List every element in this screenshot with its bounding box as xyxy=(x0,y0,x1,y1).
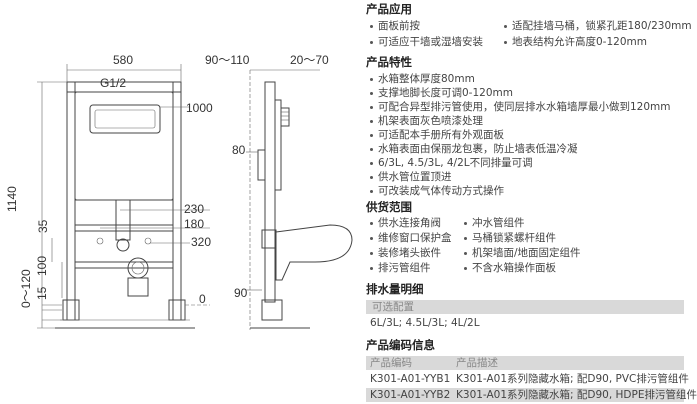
dim-1000: 1000 xyxy=(186,101,213,115)
flush-config-header: 可选配置 xyxy=(366,300,684,314)
feature-item: 可适配本手册所有外观面板 xyxy=(370,128,504,142)
front-dimensions xyxy=(37,64,210,329)
supply-item: 供水连接角阀 xyxy=(370,216,441,230)
front-view xyxy=(55,81,195,329)
side-view xyxy=(246,69,353,330)
dim-100: 100 xyxy=(35,256,49,276)
supply-item: 不含水箱操作面板 xyxy=(464,261,556,275)
supply-item: 排污管组件 xyxy=(370,261,431,275)
dim-0: 0 xyxy=(199,292,206,306)
dim-320: 320 xyxy=(191,235,211,249)
feature-item: 支撑地脚长度可调0-120mm xyxy=(370,86,513,100)
dim-1140: 1140 xyxy=(5,186,19,212)
feature-item: 可改装成气体传动方式操作 xyxy=(370,184,504,198)
dim-15: 15 xyxy=(35,286,49,300)
col-code-header: 产品编码 xyxy=(370,357,412,369)
dim-230: 230 xyxy=(184,202,204,216)
desc-cell: K301-A01系列隐藏水箱; 配D90, HDPE排污管组件 xyxy=(456,389,697,401)
dim-35: 35 xyxy=(36,219,50,233)
desc-cell: K301-A01系列隐藏水箱; 配D90, PVC排污管组件 xyxy=(456,373,689,385)
feature-item: 可配合异型排污管使用，使同层排水水箱墙厚最小做到120mm xyxy=(370,100,671,114)
supply-item: 冲水管组件 xyxy=(464,216,525,230)
code-cell: K301-A01-YYB1 xyxy=(370,373,451,385)
col-desc-header: 产品描述 xyxy=(456,357,498,369)
dim-180: 180 xyxy=(184,217,204,231)
dim-90-110: 90～110 xyxy=(205,53,250,67)
supply-item: 装修堵头嵌件 xyxy=(370,246,441,260)
dim-0-120: 0～120 xyxy=(19,269,33,308)
feature-item: 水箱表面由保丽龙包裹，防止墙表低温冷凝 xyxy=(370,142,578,156)
supply-heading: 供货范围 xyxy=(366,200,412,214)
label-g12: G1/2 xyxy=(100,76,126,90)
application-heading: 产品应用 xyxy=(366,2,412,16)
supply-item: 机架墙面/地面固定组件 xyxy=(464,246,581,260)
application-item-1: 面板前按 xyxy=(370,19,420,33)
technical-drawing: 580 G1/2 1000 1140 230 180 320 35 100 0～… xyxy=(5,53,353,330)
application-item-4: 地表结构允许高度0-120mm xyxy=(504,35,647,49)
application-item-3: 可适应干墙或湿墙安装 xyxy=(370,35,483,49)
feature-item: 6/3L, 4.5/3L, 4/2L不同排量可调 xyxy=(370,156,533,170)
features-heading: 产品特性 xyxy=(366,55,412,69)
feature-item: 机架表面灰色喷漆处理 xyxy=(370,114,483,128)
flush-heading: 排水量明细 xyxy=(366,282,424,296)
supply-item: 维修窗口保护盒 xyxy=(370,231,452,245)
flush-config-value: 6L/3L; 4.5L/3L; 4L/2L xyxy=(370,317,480,329)
application-item-2: 适配挂墙马桶，锁紧孔距180/230mm xyxy=(504,19,692,33)
spec-panel: 产品应用 面板前按 适配挂墙马桶，锁紧孔距180/230mm 可适应干墙或湿墙安… xyxy=(356,0,697,404)
code-cell: K301-A01-YYB2 xyxy=(370,389,451,401)
dim-20-70: 20～70 xyxy=(290,53,329,67)
dim-90: 90 xyxy=(234,286,248,300)
supply-item: 马桶锁紧螺杆组件 xyxy=(464,231,556,245)
dim-80: 80 xyxy=(232,143,246,157)
codes-table-header xyxy=(366,356,684,370)
dim-580: 580 xyxy=(113,53,133,67)
feature-item: 供水管位置顶进 xyxy=(370,170,452,184)
codes-row-2-bg xyxy=(366,388,684,402)
codes-heading: 产品编码信息 xyxy=(366,338,435,352)
feature-item: 水箱整体厚度80mm xyxy=(370,72,475,86)
